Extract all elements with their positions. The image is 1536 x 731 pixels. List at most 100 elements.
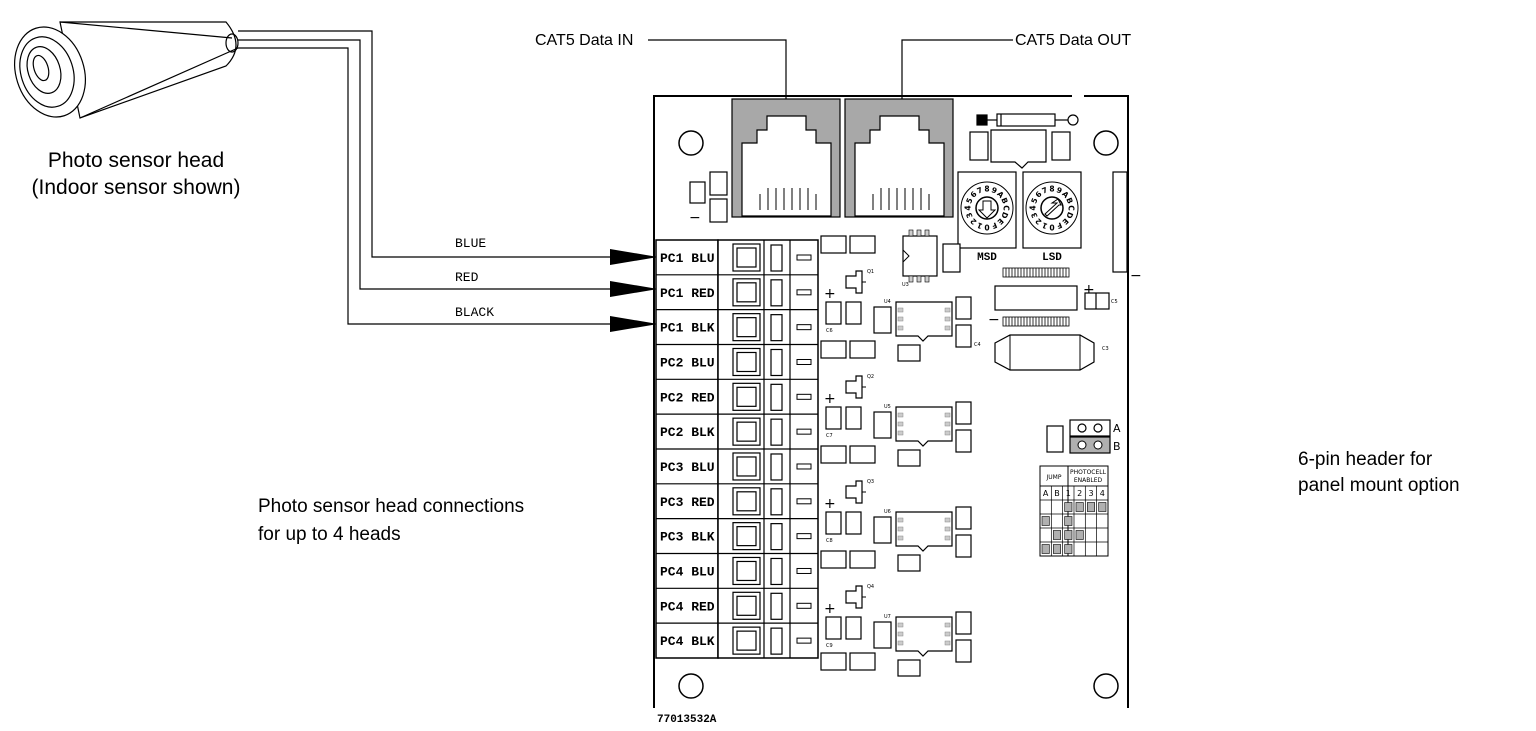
- opto-chip: [895, 301, 953, 342]
- jump-cell-filled: [1064, 544, 1073, 554]
- resistor-network: [994, 267, 1078, 327]
- sensor-title: Photo sensor head: [48, 149, 224, 172]
- cap-pad: [873, 516, 892, 544]
- mount-hole-top-right: [1093, 130, 1119, 156]
- cap-label: C9: [826, 643, 833, 649]
- hex-digit: 7: [976, 185, 984, 195]
- rj45-jack-out: [844, 98, 954, 218]
- hex-digit: A: [1060, 189, 1071, 200]
- cap-pad: [955, 296, 972, 320]
- opto-chip: [895, 406, 953, 447]
- wire-arrowheads: [610, 249, 658, 332]
- cap-pad: [873, 411, 892, 439]
- jump-subheader: B: [1054, 489, 1060, 498]
- regulator: [845, 585, 863, 609]
- terminal-slot: [796, 567, 812, 574]
- hex-digit: 4: [1029, 205, 1038, 210]
- regulator: [845, 375, 863, 399]
- terminal-clamp: [770, 279, 783, 307]
- terminal-slot: [796, 254, 812, 261]
- wire-label-blue: BLUE: [455, 236, 486, 251]
- hex-digit: B: [1064, 196, 1075, 205]
- hex-digit: 0: [984, 223, 989, 232]
- cat5-out-label: CAT5 Data OUT: [1015, 32, 1131, 49]
- chip-u3: [902, 229, 938, 283]
- terminal-label: PC1 RED: [660, 286, 715, 301]
- jump-cell-filled: [1053, 530, 1061, 540]
- u3-label: U3: [902, 282, 909, 288]
- hex-digit: 2: [1034, 216, 1044, 226]
- plus-symbol: +: [824, 601, 836, 617]
- c3-label: C3: [1102, 346, 1109, 352]
- terminal-slot: [796, 428, 812, 435]
- cap-pad: [955, 534, 972, 558]
- jump-cell-filled: [1087, 502, 1095, 512]
- terminal-label: PC4 BLU: [660, 564, 715, 579]
- hex-digit: F: [1055, 220, 1063, 230]
- wire-label-black: BLACK: [455, 305, 494, 320]
- cap-pad: [897, 554, 921, 572]
- hex-digit: 9: [990, 185, 998, 195]
- cap-u3: [942, 243, 961, 273]
- terminal-label: PC3 BLK: [660, 530, 715, 545]
- minus-symbol: −: [689, 210, 701, 226]
- jump-cell-filled: [1041, 516, 1050, 526]
- hex-digit: 3: [964, 211, 974, 219]
- header-minus: −: [1130, 268, 1142, 284]
- diode: [976, 113, 1079, 127]
- terminal-label: PC2 BLK: [660, 425, 715, 440]
- terminal-row: PC4 RED: [656, 587, 818, 620]
- terminal-row: PC2 BLU: [656, 343, 818, 377]
- photocell-header: PHOTOCELL: [1070, 469, 1107, 476]
- regulator-label: Q2: [867, 374, 874, 380]
- hex-digit: 5: [1029, 197, 1039, 205]
- jump-subheader: A: [1043, 489, 1049, 498]
- terminal-row: PC3 RED: [656, 483, 818, 516]
- opto-chip: [895, 616, 953, 657]
- enabled-header: ENABLED: [1074, 477, 1103, 484]
- cap-pad: [849, 652, 876, 671]
- cap-pad: [825, 616, 842, 640]
- jump-cell-filled: [1075, 502, 1084, 512]
- rn-minus: −: [988, 312, 1000, 328]
- terminal-label: PC4 BLK: [660, 634, 715, 649]
- terminal-slot: [796, 602, 812, 609]
- hex-digit: 8: [984, 185, 989, 194]
- terminal-label: PC1 BLU: [660, 251, 715, 266]
- hex-digit: 5: [964, 197, 974, 205]
- terminal-slot: [796, 358, 812, 365]
- hex-digit: A: [995, 189, 1006, 200]
- lsd-label: LSD: [1042, 252, 1062, 264]
- cap-top-left: [689, 171, 728, 223]
- chip-label: U6: [884, 509, 891, 515]
- mount-hole-bottom-right: [1093, 673, 1119, 699]
- hex-digit: C: [1002, 205, 1011, 211]
- hex-digit: E: [995, 216, 1005, 226]
- msd-label: MSD: [977, 252, 997, 264]
- hex-digit: 4: [964, 205, 973, 210]
- pcb-outline: [653, 95, 1129, 708]
- terminal-slot: [796, 533, 812, 540]
- regulator-label: Q3: [867, 479, 874, 485]
- chip-label: U5: [884, 404, 891, 410]
- jumper-block[interactable]: [1046, 419, 1111, 454]
- jump-subheader: 2: [1077, 489, 1082, 498]
- c4-label: C4: [974, 342, 981, 348]
- hex-digit: 2: [969, 216, 979, 226]
- cap-pad: [849, 550, 876, 569]
- cap-pad: [849, 445, 876, 464]
- jump-cell-filled: [1053, 544, 1061, 554]
- panel-mount-header: [1112, 171, 1128, 273]
- rj45-jack-in: [731, 98, 841, 218]
- terminal-row: PC1 BLU: [660, 243, 812, 272]
- cap-pad: [820, 235, 847, 254]
- terminal-row: PC1 BLK: [656, 309, 818, 342]
- wire-black: [238, 47, 614, 325]
